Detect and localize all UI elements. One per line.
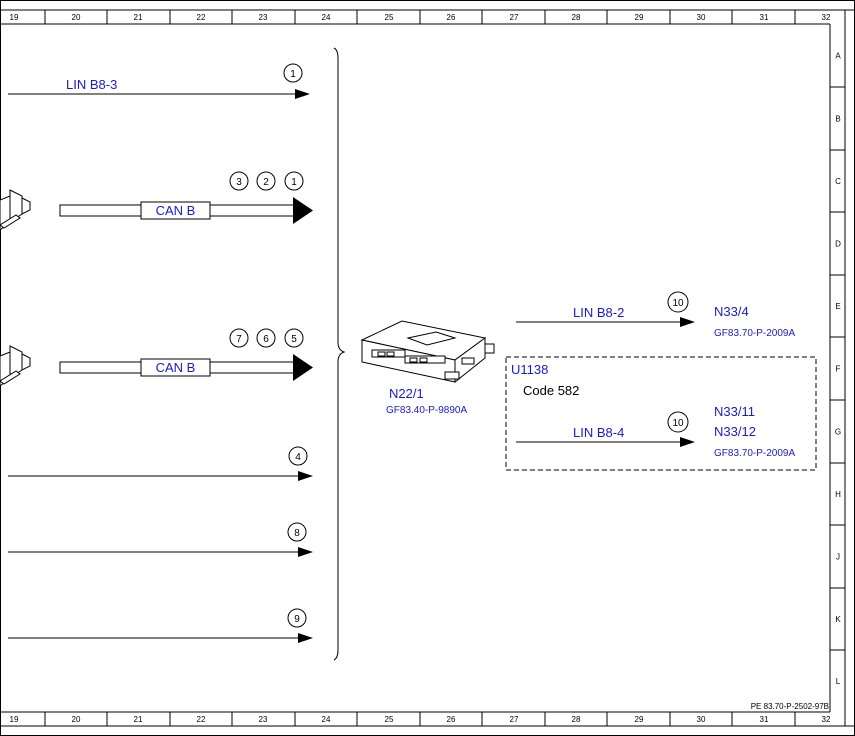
grid-row-label: G: [835, 428, 841, 437]
grid-row-label: E: [835, 302, 840, 311]
circle-number: 4: [295, 452, 301, 463]
grid-column-label: 19: [10, 13, 19, 22]
grid-column-label: 29: [635, 715, 644, 724]
wire-8: [8, 547, 313, 557]
grid-column-label: 20: [72, 13, 81, 22]
circle-number: 1: [291, 177, 297, 188]
wire-lin-b8-4: LIN B8-4 10: [516, 411, 695, 447]
wire-lin-b8-2: LIN B8-2 10: [516, 291, 695, 327]
component-ref-n33-4: GF83.70-P-2009A: [714, 328, 795, 339]
grid-column-label: 23: [259, 715, 268, 724]
circle-number: 6: [263, 334, 269, 345]
circle-number: 9: [294, 614, 300, 625]
grid-row-label: C: [835, 177, 841, 186]
grid-column-label: 28: [572, 13, 581, 22]
grid-column-label: 29: [635, 13, 644, 22]
wire-label-can-b-upper: CAN B: [156, 203, 196, 218]
grid-column-label: 25: [385, 715, 394, 724]
circle-group-w6: 9: [287, 608, 307, 628]
box-code: Code 582: [523, 383, 579, 398]
component-ref-n22-1: GF83.40-P-9890A: [386, 405, 467, 416]
component-id-n33-4: N33/4: [714, 304, 749, 319]
circle-group-w1: 1: [283, 63, 303, 83]
component-ref-n33-11-12: GF83.70-P-2009A: [714, 448, 795, 459]
circle-number: 1: [290, 69, 296, 80]
grid-column-label: 25: [385, 13, 394, 22]
grid-column-label: 30: [697, 715, 706, 724]
grid-column-label: 31: [760, 13, 769, 22]
wire-label-lin-b8-3: LIN B8-3: [66, 77, 117, 92]
circle-number: 5: [291, 334, 297, 345]
grid-column-label: 28: [572, 715, 581, 724]
circle-number: 8: [294, 528, 300, 539]
left-connector-shape-lower: [0, 345, 31, 387]
component-id-n22-1: N22/1: [389, 386, 424, 401]
grid-column-label: 27: [510, 13, 519, 22]
bottom-grid-band: 19 20 21 22 23 24 25 26 27 28 29 30 31 32: [0, 712, 855, 727]
grid-row-label: L: [836, 677, 841, 686]
grid-row-label: A: [835, 52, 841, 61]
grid-column-label: 27: [510, 715, 519, 724]
component-id-n33-12: N33/12: [714, 424, 756, 439]
bracket-brace: [333, 47, 346, 661]
wire-can-b-upper: CAN B: [59, 197, 313, 224]
grid-row-label: K: [835, 615, 841, 624]
grid-column-label: 21: [134, 715, 143, 724]
top-grid-band: 19 20 21 22 23 24 25 26 27 28 29 30 31 32: [0, 9, 855, 24]
grid-column-label: 32: [822, 13, 831, 22]
wire-label-lin-b8-2: LIN B8-2: [573, 305, 624, 320]
grid-row-label: F: [836, 365, 841, 374]
circle-group-w5: 8: [287, 522, 307, 542]
right-grid-band: A B C D E F G H J K L: [830, 10, 846, 726]
grid-row-label: D: [835, 240, 841, 249]
grid-column-label: 20: [72, 715, 81, 724]
grid-row-label: H: [835, 490, 841, 499]
wire-label-can-b-lower: CAN B: [156, 360, 196, 375]
circle-number: 10: [672, 298, 684, 309]
grid-column-label: 24: [322, 13, 331, 22]
box-id-u1138: U1138: [511, 362, 548, 377]
circle-number: 10: [672, 418, 684, 429]
wire-4: [8, 471, 313, 481]
left-connector-shape-upper: [0, 189, 31, 231]
grid-column-label: 24: [322, 715, 331, 724]
wire-9: [8, 633, 313, 643]
component-id-n33-11: N33/11: [714, 404, 755, 419]
grid-column-label: 26: [447, 13, 456, 22]
option-box-u1138: [505, 356, 817, 471]
grid-row-label: B: [835, 115, 840, 124]
circle-number: 7: [236, 334, 242, 345]
grid-column-label: 30: [697, 13, 706, 22]
grid-column-label: 21: [134, 13, 143, 22]
wire-label-lin-b8-4: LIN B8-4: [573, 425, 624, 440]
grid-row-label: J: [836, 553, 840, 562]
grid-column-label: 31: [760, 715, 769, 724]
wire-lin-b8-3: LIN B8-3: [8, 77, 310, 99]
circle-number: 2: [263, 177, 269, 188]
grid-column-label: 23: [259, 13, 268, 22]
wire-can-b-lower: CAN B: [59, 354, 313, 381]
grid-column-label: 19: [10, 715, 19, 724]
document-footer-id: PE 83.70-P-2502-97B: [751, 702, 829, 711]
circle-group-w4: 4: [288, 446, 308, 466]
circle-group-w3: 7 6 5: [229, 328, 304, 348]
circle-group-w2: 3 2 1: [229, 171, 304, 191]
grid-column-label: 32: [822, 715, 831, 724]
grid-column-label: 22: [197, 715, 206, 724]
control-unit-n22-1-icon: [360, 320, 495, 384]
grid-column-label: 22: [197, 13, 206, 22]
grid-column-label: 26: [447, 715, 456, 724]
circle-number: 3: [236, 177, 242, 188]
